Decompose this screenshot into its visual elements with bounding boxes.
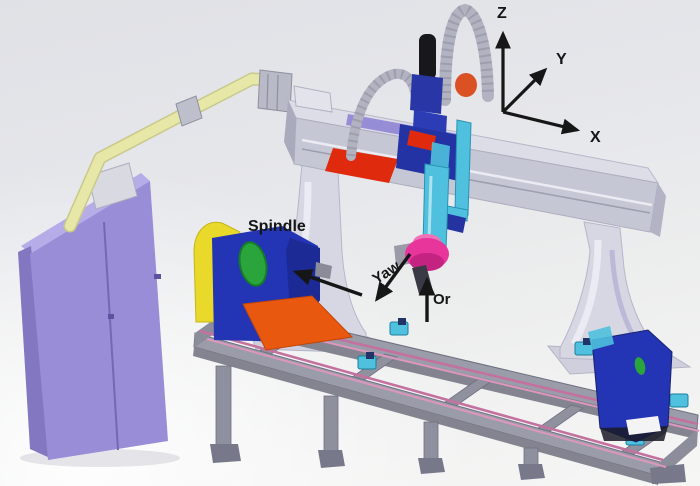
- beam-top-block: [293, 85, 333, 113]
- chain-orange-block: [455, 73, 477, 97]
- tailstock-center: [634, 357, 646, 375]
- spindle-arrow: [292, 269, 363, 297]
- x-axis-label: X: [590, 129, 601, 146]
- spindle-head-lower: [410, 253, 444, 271]
- y-axis-arrow: [501, 67, 548, 114]
- bed-post: [215, 365, 232, 447]
- tailstock-clamp-top: [588, 326, 614, 350]
- rail-clamp: [669, 393, 689, 408]
- gantry-beam: [284, 85, 666, 237]
- cabinet-door-handle: [108, 314, 114, 319]
- control-cabinet: [18, 162, 180, 467]
- cable-conduit: [63, 69, 293, 233]
- conduit-bracket: [257, 69, 293, 113]
- conduit-joint: [175, 95, 203, 127]
- carriage-red-clamp: [407, 130, 436, 151]
- bed-foot: [518, 464, 545, 480]
- axis-triad: Z Y X: [495, 5, 601, 146]
- or-label: Or: [433, 291, 451, 308]
- cable-chain-right: [439, 3, 494, 106]
- tailstock-plate: [626, 416, 661, 435]
- beam-end-cap: [650, 183, 666, 237]
- cabinet-side-face: [18, 246, 50, 458]
- z-axis-label: Z: [497, 5, 507, 22]
- chuck-face: [238, 241, 268, 287]
- cabinet-door-handle: [154, 274, 161, 279]
- guide-rail-front: [199, 329, 664, 462]
- z-side-rail: [454, 119, 472, 216]
- headstock-orange-ramp: [242, 295, 354, 351]
- z-upper-block: [410, 74, 443, 114]
- beam-red-slide: [325, 148, 398, 183]
- bed-foot: [418, 458, 445, 474]
- bed-post: [423, 421, 439, 463]
- bed-foot: [318, 450, 345, 468]
- yaw-arrow: [374, 252, 412, 302]
- y-axis-label: Y: [556, 51, 567, 68]
- z-axis-carriage: [396, 34, 464, 181]
- spindle-label: Spindle: [248, 218, 306, 235]
- x-axis-arrow: [502, 110, 581, 135]
- z-motor-cylinder: [419, 34, 436, 80]
- bed-post: [323, 395, 339, 455]
- cabinet-door-seam: [103, 221, 119, 451]
- rotary-headstock: [193, 221, 354, 351]
- beam-left-cap: [284, 100, 296, 164]
- headstock-nose: [315, 262, 332, 279]
- chain-band: [439, 3, 494, 106]
- bed-foot: [650, 464, 686, 484]
- cabinet-junction-box: [87, 162, 138, 210]
- cabinet-door-face: [30, 181, 168, 460]
- guide-rail-front-2: [206, 338, 667, 468]
- bed-foot: [210, 444, 241, 463]
- tailstock: [588, 326, 673, 443]
